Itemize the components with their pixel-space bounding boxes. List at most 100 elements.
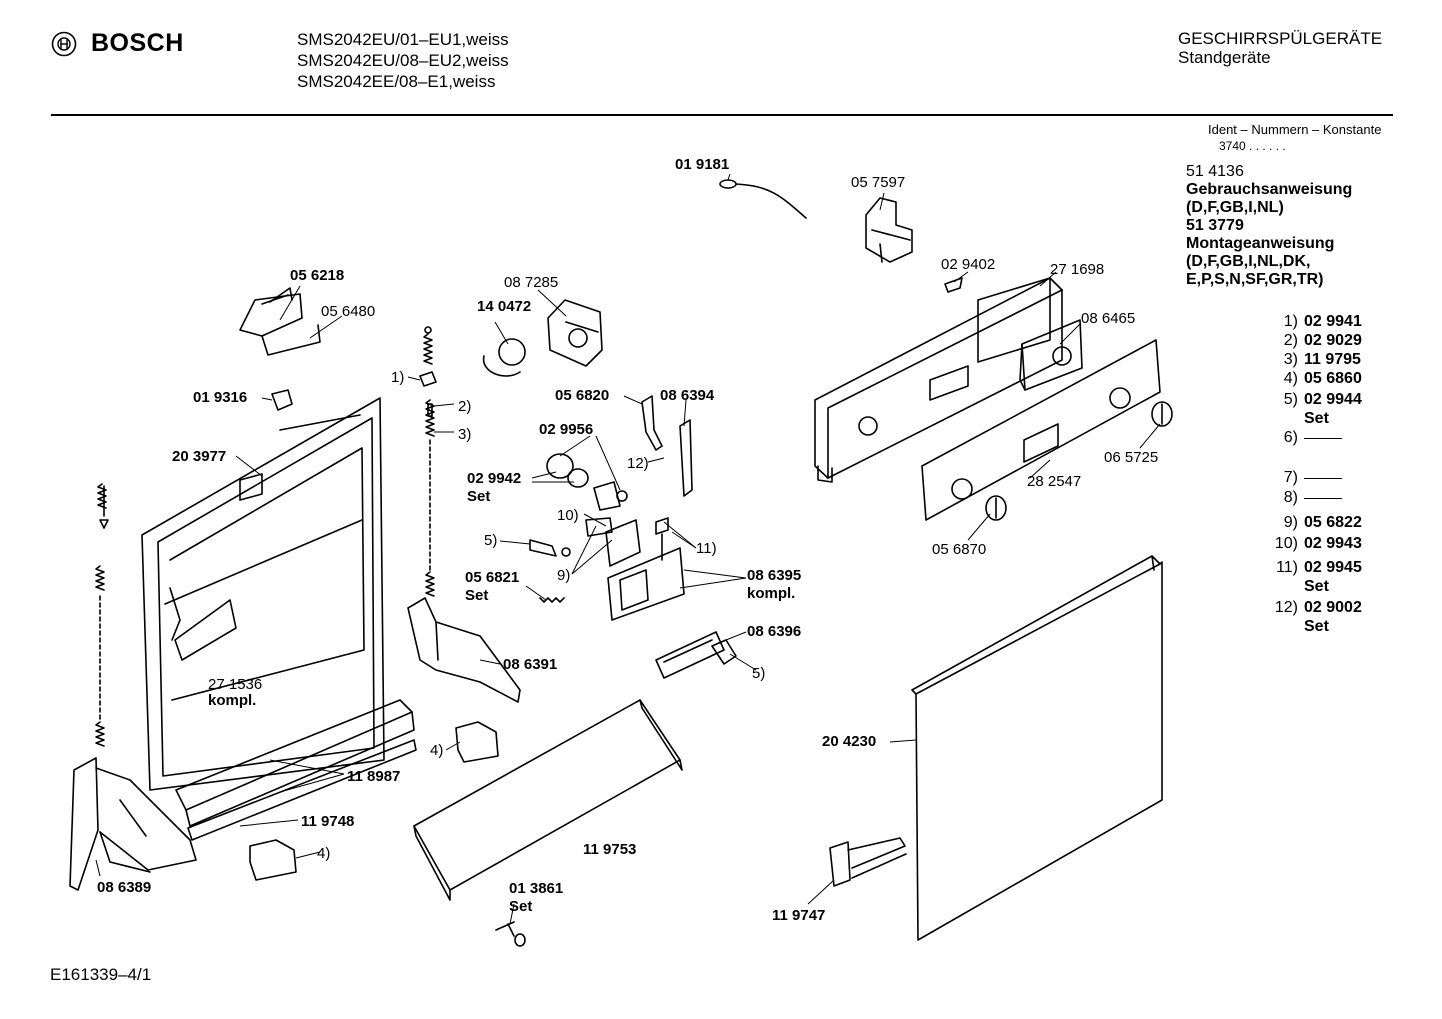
doc-languages: (D,F,GB,I,NL) [1186,199,1284,216]
ident-title: Ident – Nummern – Konstante [1208,122,1382,137]
label-ref-12: 12) [627,455,649,472]
ident-value: 3740 . . . . . . [1219,139,1286,153]
label-086389: 08 6389 [97,879,152,896]
label-ref-2: 2) [458,398,472,415]
model-line: SMS2042EU/08–EU2,weiss [297,51,509,70]
label-kompl: kompl. [208,692,257,709]
legend-row: 8) [1260,488,1362,513]
legend-row: 10)02 9943 [1260,534,1362,558]
category-subtitle: Standgeräte [1178,48,1271,67]
label-ref-9: 9) [557,567,571,584]
label-282547: 28 2547 [1027,473,1082,490]
knob-part [985,401,1173,521]
legend-row: 1) 02 9941 [1260,312,1362,331]
label-086395: 08 6395 [747,567,802,584]
sensor-wire-part [719,179,807,219]
legend-num: 6) [1283,429,1298,446]
legend-code: 05 6822 [1304,514,1362,531]
legend-num: 7) [1283,469,1298,486]
base-plate [413,699,683,901]
header-divider [51,114,1393,116]
legend-code-value: 02 9944 [1304,391,1362,408]
side-bracket [407,597,521,703]
legend-num: 5) [1283,391,1298,408]
label-086394: 08 6394 [660,387,715,404]
front-panel [921,339,1161,521]
label-ref-1: 1) [391,369,405,386]
legend-row: 4) 05 6860 [1260,369,1362,390]
legend-suffix: Set [1304,578,1329,595]
legend-empty-dash [1304,498,1342,513]
legend-code: 05 6860 [1304,370,1362,387]
legend-code: 02 9943 [1304,535,1362,552]
label-ref-11: 11) [696,540,717,557]
label-019316: 01 9316 [193,389,248,406]
legend-code-value: 02 9002 [1304,599,1362,616]
doc-languages: (D,F,GB,I,NL,DK, [1186,253,1311,270]
legend-code: 02 9941 [1304,313,1362,330]
legend-num: 1) [1283,313,1298,330]
label-271536: 27 1536 [208,676,263,693]
label-056821: 05 6821 [465,569,520,586]
model-line: SMS2042EU/01–EU1,weiss [297,30,509,49]
label-065725: 06 5725 [1104,449,1159,466]
legend-row: 9)05 6822 [1260,513,1362,534]
legend-row: 2)02 9029 [1260,331,1362,350]
legend-row: 6) [1260,428,1362,468]
label-ref-5: 5) [484,532,498,549]
legend-suffix: Set [1304,618,1329,635]
leader-lines [95,173,1161,925]
legend-num: 4) [1283,370,1298,387]
label-056820: 05 6820 [555,387,610,404]
label-140472: 14 0472 [477,298,532,315]
hinge-part [829,837,907,887]
label-086396: 08 6396 [747,623,802,640]
label-056218: 05 6218 [290,267,345,284]
outer-door-panel [911,555,1163,941]
label-set: Set [465,587,489,604]
doc-code: 51 3779 [1186,217,1244,234]
label-ref-5: 5) [752,665,766,682]
bosch-logo-icon [51,31,77,56]
timer-part [482,299,603,377]
legend-num: 8) [1283,489,1298,506]
control-panel [814,277,1063,483]
legend-code: 11 9795 [1304,351,1361,368]
legend-num: 12) [1274,599,1298,616]
clip-part [944,277,963,293]
legend-empty-dash [1304,478,1342,488]
label-086465: 08 6465 [1081,310,1136,327]
doc-languages: E,P,S,N,SF,GR,TR) [1186,271,1324,288]
label-kompl: kompl. [747,585,796,602]
switch-part [865,197,913,263]
label-204230: 20 4230 [822,733,877,750]
label-087285: 08 7285 [504,274,559,291]
label-086391: 08 6391 [503,656,558,673]
spring-part [95,333,565,747]
label-119753: 11 9753 [583,841,637,858]
label-119747: 11 9747 [772,907,826,924]
legend-row: 3)11 9795 [1260,350,1362,369]
label-ref-3: 3) [458,426,472,443]
label-set: Set [509,898,533,915]
label-271698: 27 1698 [1050,261,1105,278]
label-056870: 05 6870 [932,541,987,558]
label-ref-4: 4) [430,742,444,759]
label-029942: 02 9942 [467,470,522,487]
doc-title: Montageanweisung [1186,235,1335,252]
label-119748: 11 9748 [301,813,355,830]
documents-block: 51 4136 Gebrauchsanweisung (D,F,GB,I,NL)… [1186,163,1352,289]
model-line: SMS2042EE/08–E1,weiss [297,72,496,91]
foam-pad-part [249,721,499,881]
legend-suffix: Set [1304,410,1329,427]
ident-block: Ident – Nummern – Konstante 3740 . . . .… [1208,121,1381,155]
category-title: GESCHIRRSPÜLGERÄTE [1178,29,1383,48]
label-019181: 01 9181 [675,156,730,173]
label-203977: 20 3977 [172,448,227,465]
display-module [1019,319,1083,391]
